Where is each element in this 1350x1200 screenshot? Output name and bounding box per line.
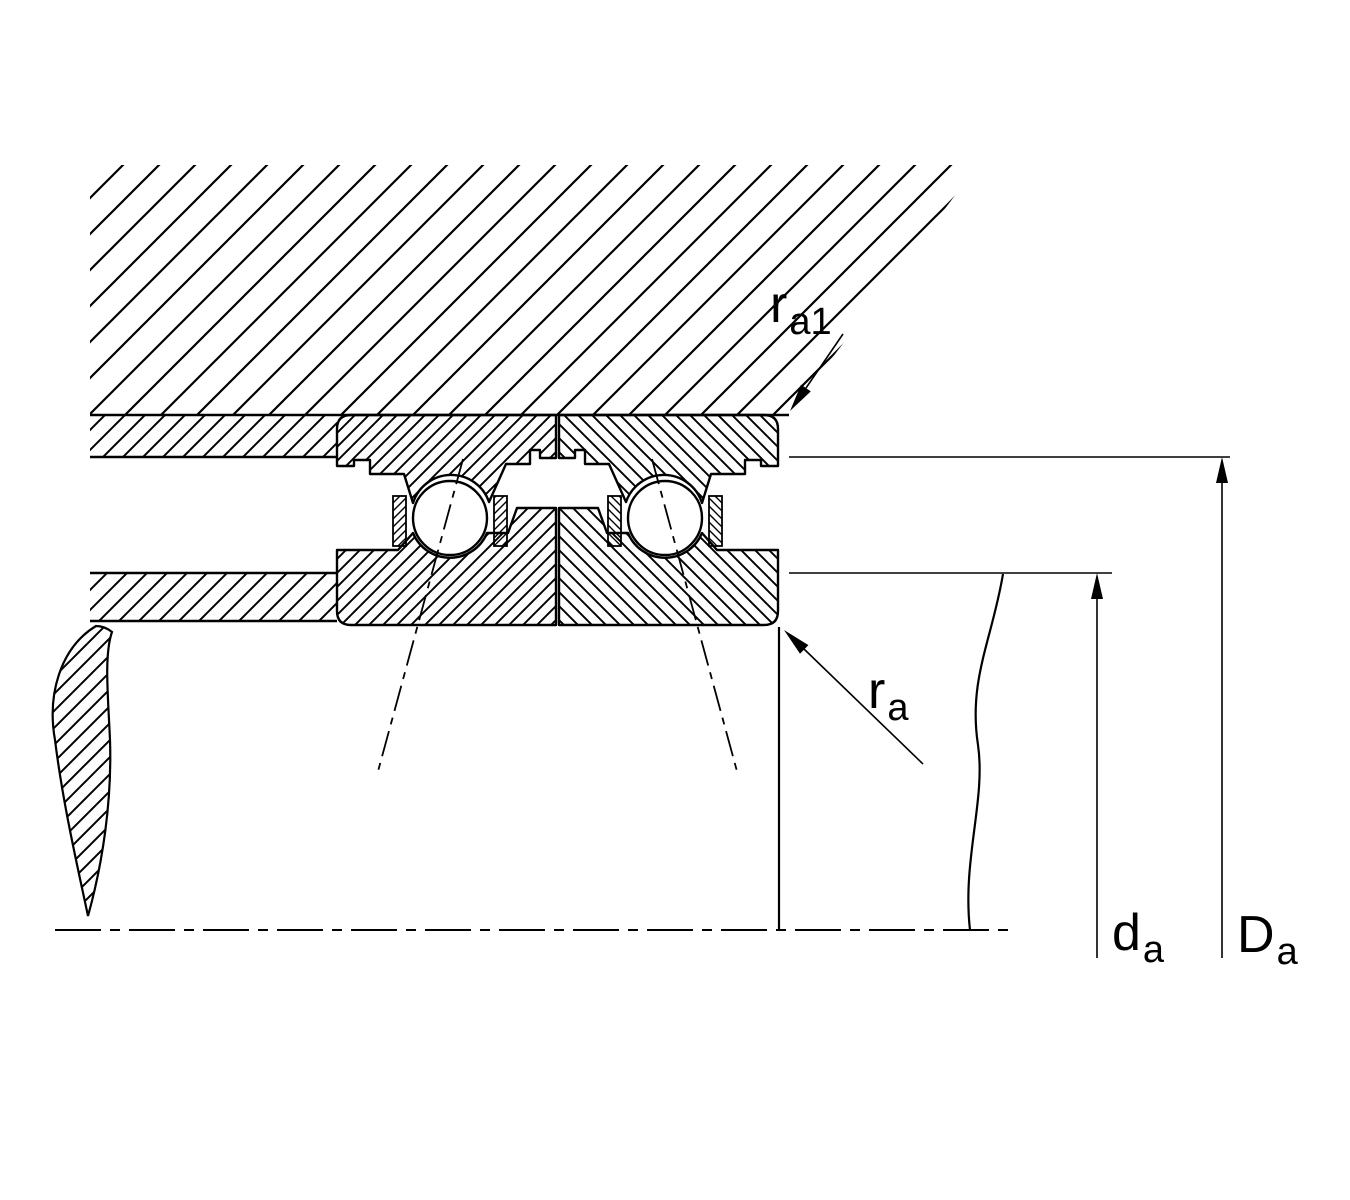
- da-arrowhead: [1091, 573, 1103, 599]
- label-ra1: ra1: [770, 276, 832, 343]
- shaft-break-section: [51, 624, 114, 917]
- housing-section-hatch: [90, 165, 978, 415]
- label-Da: Da: [1237, 906, 1299, 973]
- housing-shoulder-hatch: [90, 415, 337, 457]
- ra-leader-line: [803, 648, 924, 765]
- ra1-arrowhead: [790, 384, 811, 411]
- shaft-shoulder-hatch: [90, 573, 337, 621]
- bearing-left: [335, 413, 558, 777]
- label-ra: ra: [868, 662, 909, 729]
- bearing-right: [557, 413, 780, 777]
- ra1-leader-line: [805, 333, 844, 389]
- ra-arrowhead: [784, 630, 809, 654]
- Da-arrowhead: [1216, 457, 1228, 483]
- abutment-break-line: [967, 573, 1005, 931]
- label-da: da: [1112, 904, 1165, 971]
